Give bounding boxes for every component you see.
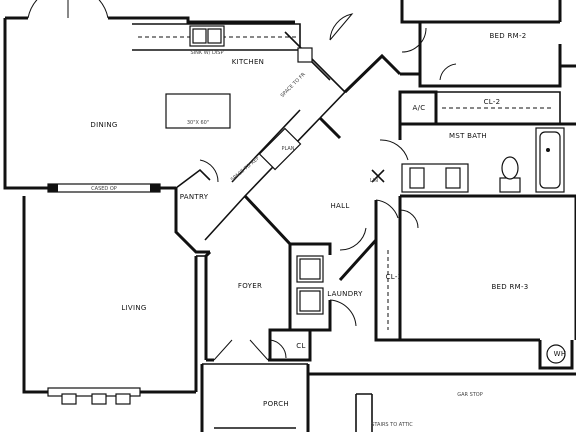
label-bed-rm-2: BED RM-2	[489, 32, 526, 40]
note-gar-stop: GAR STOP	[457, 392, 483, 398]
label-dining: DINING	[90, 121, 117, 129]
label-bed-rm-3: BED RM-3	[491, 283, 528, 291]
label-foyer: FOYER	[238, 282, 262, 290]
note-space-ref: SPACE TO REF	[230, 155, 261, 183]
label-cl: CL	[296, 342, 305, 350]
cased-opening	[47, 183, 161, 193]
living-windows	[47, 387, 141, 405]
hall-area	[318, 13, 427, 282]
kitchen-area	[132, 23, 347, 241]
note-space-fr: SPACE TO FR	[280, 71, 308, 99]
bed-room-3-area	[374, 196, 576, 370]
note-sink: SINK W/ DISP	[191, 50, 224, 56]
bed-room-2-area	[400, 20, 576, 88]
garage-line	[308, 372, 576, 432]
label-living: LIVING	[121, 304, 146, 312]
note-island: 30"X 60"	[187, 120, 209, 126]
label-cl-3: CL-3	[386, 273, 403, 281]
note-lin: LIN	[370, 178, 378, 184]
foyer-area	[196, 194, 292, 362]
kitchen-island	[165, 93, 231, 129]
label-hall: HALL	[330, 202, 349, 210]
label-kitchen: KITCHEN	[232, 58, 264, 66]
dining-french-doors	[27, 0, 109, 19]
master-bath-area	[398, 122, 576, 198]
label-wh: WH	[554, 350, 567, 358]
label-ac: A/C	[413, 104, 426, 112]
closet-2	[436, 91, 561, 125]
laundry-area	[290, 242, 357, 332]
label-cl-2: CL-2	[484, 98, 501, 106]
label-pantry: PANTRY	[180, 193, 209, 201]
label-mst-bath: MST BATH	[449, 132, 487, 140]
note-opening: CASED OP	[91, 186, 117, 192]
refrigerator-space	[258, 127, 302, 171]
water-heater	[546, 344, 566, 364]
toilet	[499, 177, 521, 193]
pantry-area	[174, 159, 219, 254]
note-attic: STAIRS TO ATTIC	[371, 422, 413, 428]
label-porch: PORCH	[263, 400, 289, 408]
coat-closet	[268, 328, 312, 362]
range	[297, 47, 313, 63]
room-labels: DINING KITCHEN LIVING HALL FOYER LAUNDRY…	[90, 32, 566, 408]
note-plan: PLAN	[281, 146, 294, 152]
exterior-walls	[3, 0, 562, 394]
porch-area	[200, 363, 310, 432]
label-laundry: LAUNDRY	[327, 290, 363, 298]
